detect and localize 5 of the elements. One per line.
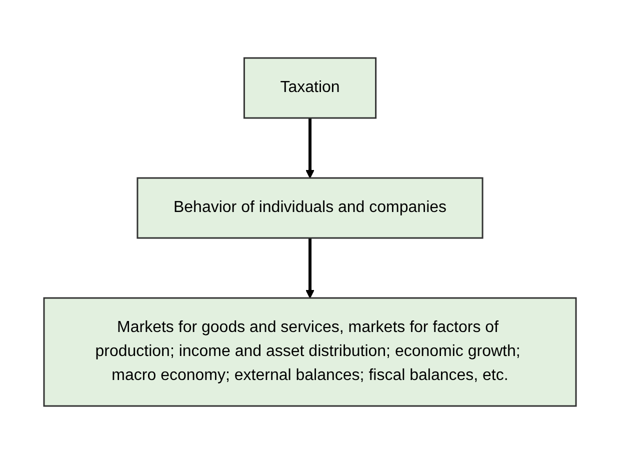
arrow xyxy=(306,118,314,178)
arrow xyxy=(306,238,314,298)
node-box: Taxation xyxy=(243,57,377,119)
node-box: Behavior of individuals and companies xyxy=(136,177,484,239)
node-box: Markets for goods and services, markets for factors of production; income and asset distribution; economic growth; macro economy; external balances; fiscal balances, etc. xyxy=(43,297,577,407)
